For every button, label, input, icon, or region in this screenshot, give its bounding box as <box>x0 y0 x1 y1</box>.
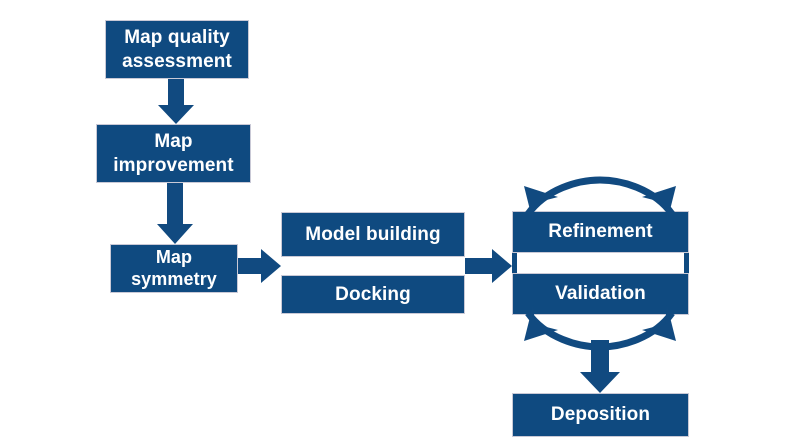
node-refinement: Refinement <box>512 211 689 253</box>
node-docking: Docking <box>281 275 465 314</box>
node-model-building: Model building <box>281 212 465 257</box>
arrow-cycle-to-deposition-icon <box>580 340 620 393</box>
node-map-symmetry: Map symmetry <box>110 244 238 293</box>
arrow-quality-to-improvement-icon <box>158 79 194 124</box>
node-map-improvement: Map improvement <box>96 124 251 183</box>
node-cycle-connector <box>512 253 689 273</box>
node-map-quality-assessment: Map quality assessment <box>105 20 249 79</box>
node-deposition: Deposition <box>512 393 689 437</box>
node-validation: Validation <box>512 273 689 315</box>
arrow-symmetry-to-building-icon <box>238 249 281 283</box>
arrow-building-to-refinement-icon <box>465 249 512 283</box>
arrow-improvement-to-symmetry-icon <box>157 183 193 244</box>
